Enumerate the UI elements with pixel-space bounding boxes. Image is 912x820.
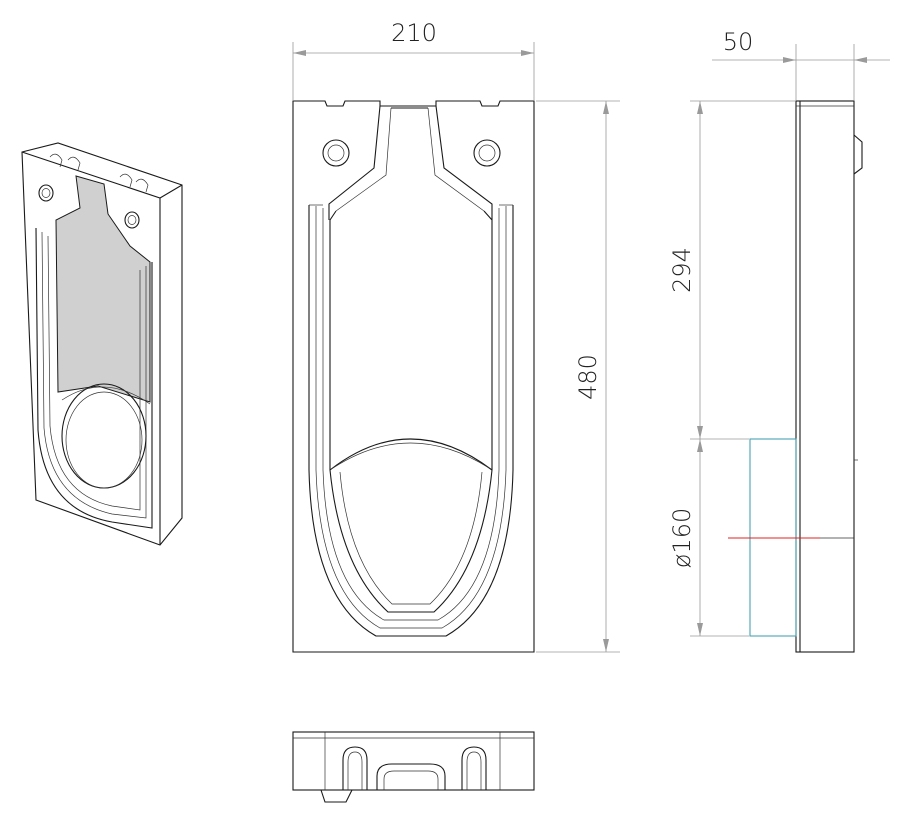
dimension-height: 480	[536, 100, 620, 653]
side-view	[728, 100, 863, 653]
height-label: 480	[574, 354, 602, 400]
isometric-view	[21, 142, 183, 546]
channel-shading	[55, 175, 151, 403]
dimension-outlet-height: 294	[668, 100, 795, 440]
dimension-outlet-diameter: ø160	[668, 439, 749, 637]
dimension-width: 210	[292, 19, 535, 100]
bottom-view	[292, 731, 535, 803]
outlet-height-label: 294	[668, 247, 696, 293]
depth-label: 50	[723, 28, 754, 56]
dimension-depth: 50	[712, 28, 890, 100]
width-label: 210	[391, 19, 437, 47]
front-view	[292, 100, 535, 653]
outlet-diameter-label: ø160	[668, 508, 696, 569]
